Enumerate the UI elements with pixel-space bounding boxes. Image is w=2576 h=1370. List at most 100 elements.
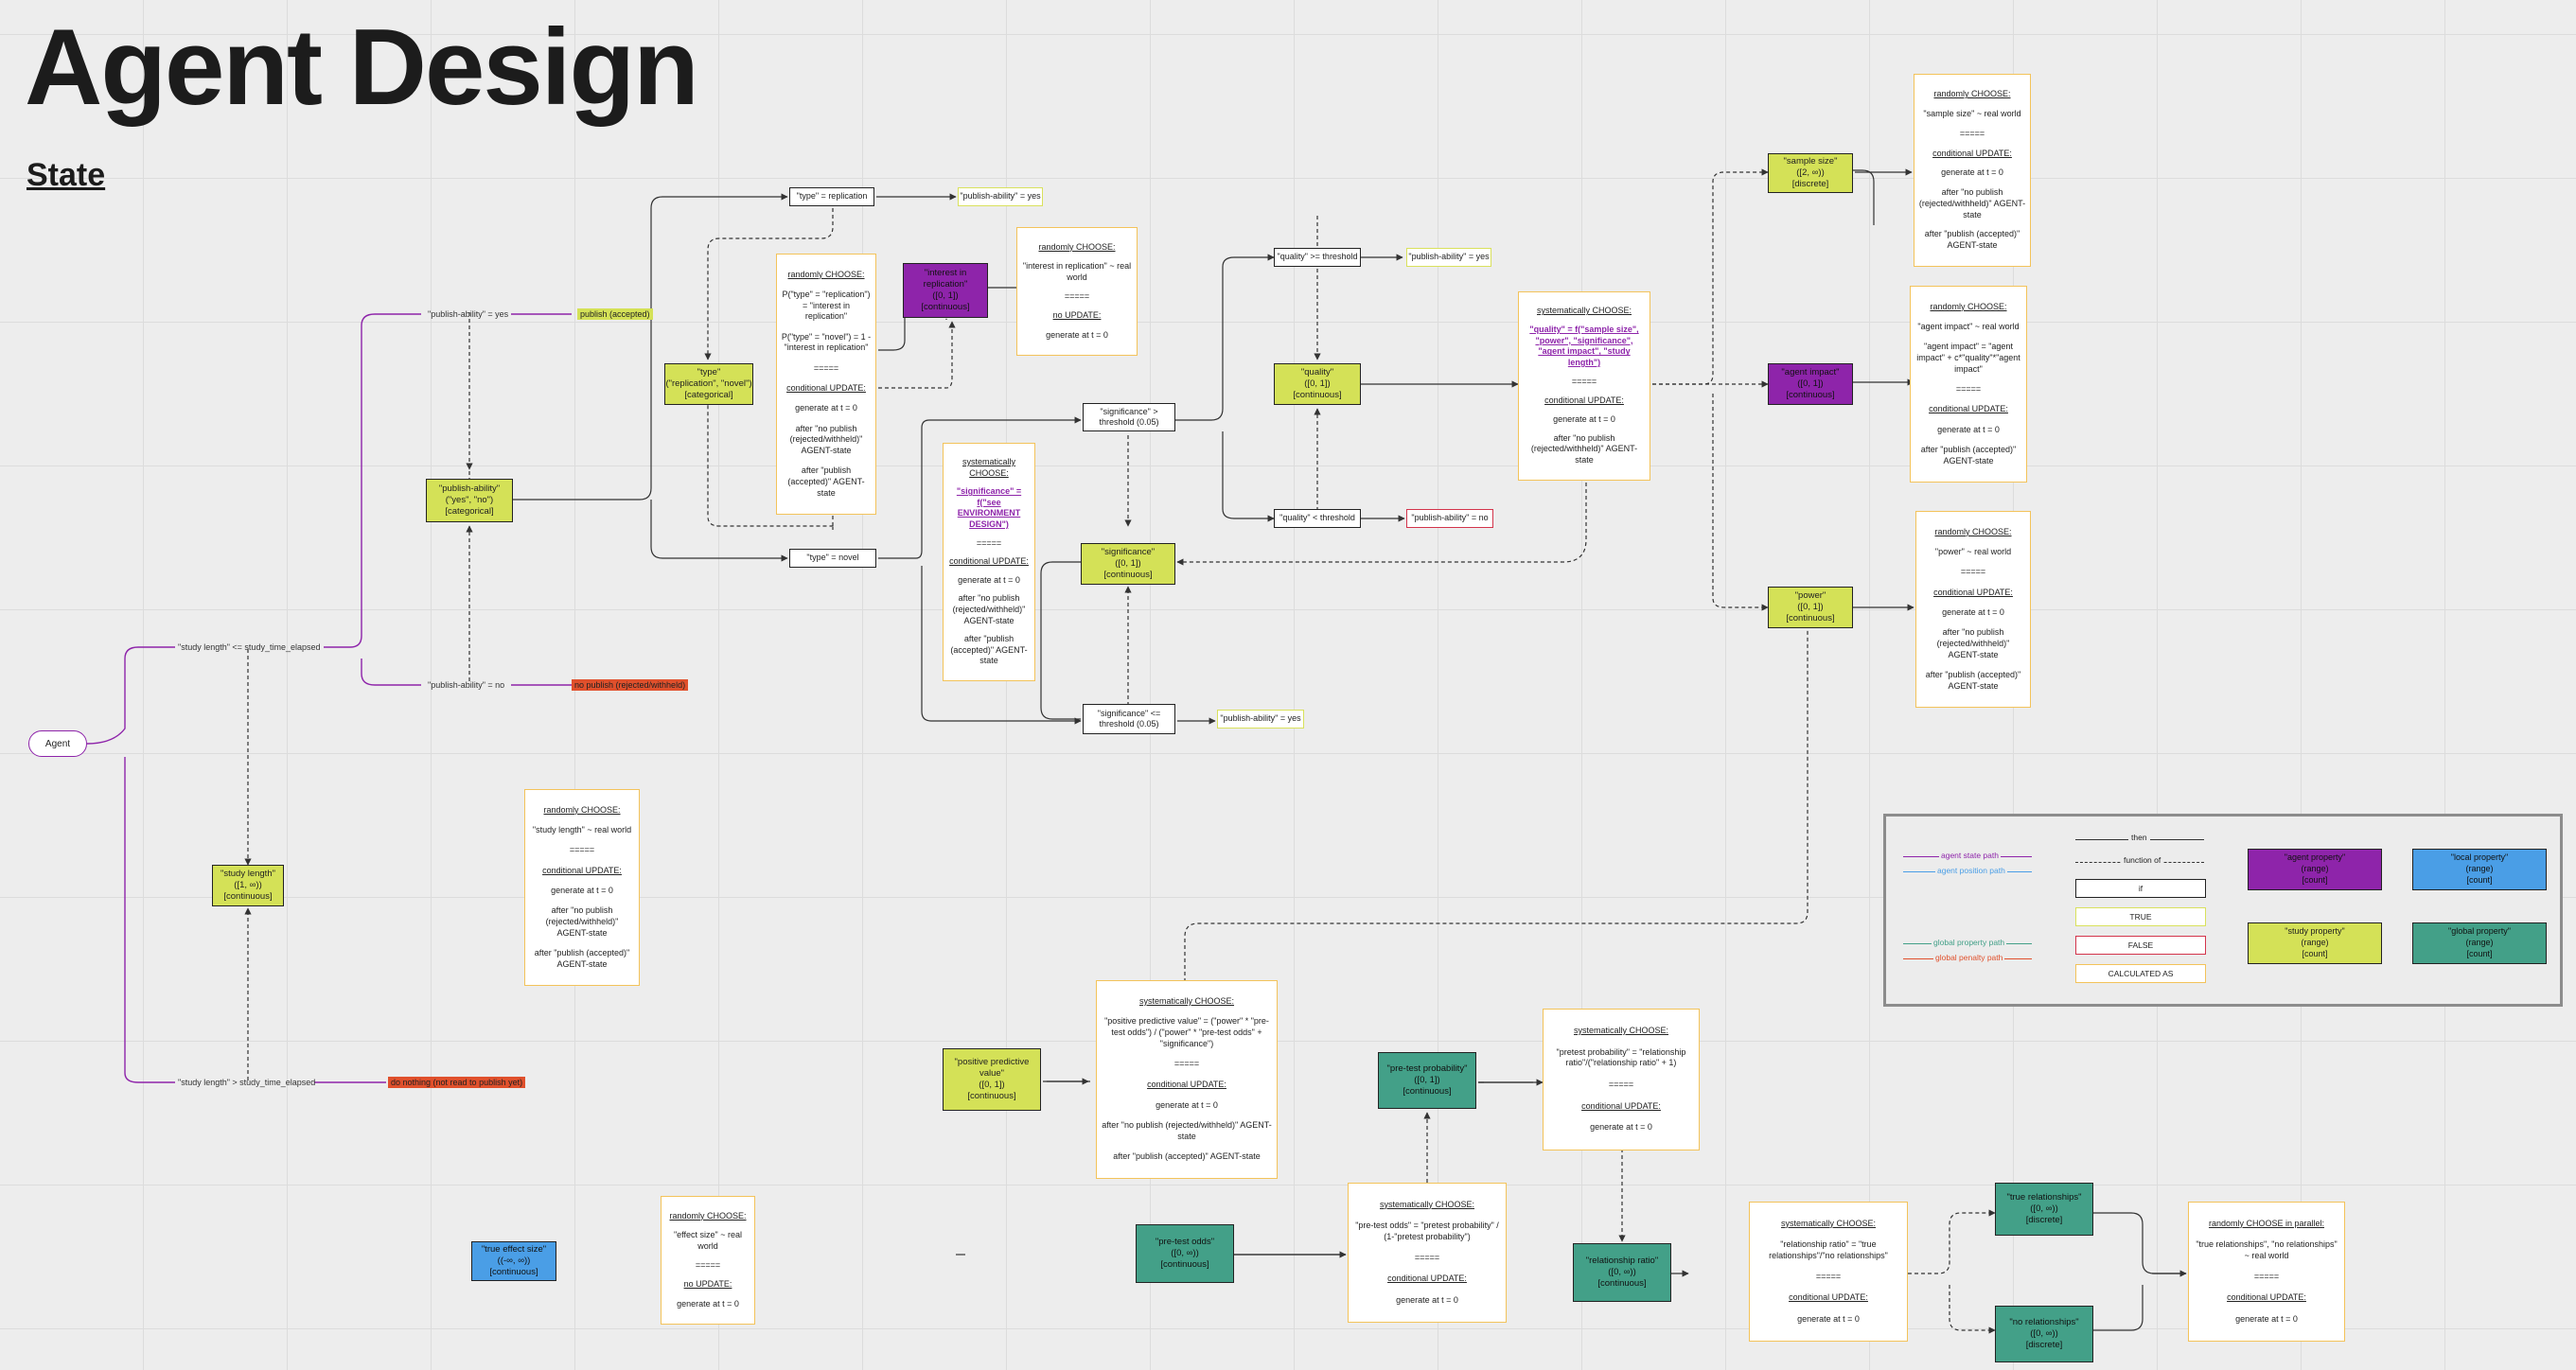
calc-line: conditional UPDATE: xyxy=(1932,148,2012,158)
cond-significance-le[interactable]: "significance" <= threshold (0.05) xyxy=(1083,704,1175,734)
node-positive-predictive-value[interactable]: "positive predictive value" ([0, 1]) [co… xyxy=(943,1048,1041,1111)
calc-agent-impact: randomly CHOOSE:"agent impact" ~ real wo… xyxy=(1910,286,2027,483)
calc-line: "positive predictive value" = ("power" *… xyxy=(1104,1016,1269,1048)
node-type: [discrete] xyxy=(1791,178,1829,189)
cond-quality-ge[interactable]: "quality" >= threshold xyxy=(1274,248,1361,267)
calc-line: after "no publish (rejected/withheld)" A… xyxy=(952,593,1026,625)
branch-publish-no: "publish-ability" = no xyxy=(428,680,505,690)
calc-line: after "publish (accepted)" AGENT-state xyxy=(787,465,865,498)
node-pre-test-odds[interactable]: "pre-test odds" ([0, ∞)) [continuous] xyxy=(1136,1224,1234,1283)
calc-line: conditional UPDATE: xyxy=(786,382,866,393)
calc-line: generate at t = 0 xyxy=(551,885,613,895)
node-true-relationships[interactable]: "true relationships" ([0, ∞)) [discrete] xyxy=(1995,1183,2093,1236)
legend-swatch-range: (range) xyxy=(2301,938,2329,948)
calc-line: conditional UPDATE: xyxy=(1581,1100,1661,1111)
calc-relationship-ratio: systematically CHOOSE:"relationship rati… xyxy=(1749,1202,1908,1342)
calc-line: generate at t = 0 xyxy=(1942,606,2004,617)
node-true-effect-size[interactable]: "true effect size" ((-∞, ∞)) [continuous… xyxy=(471,1241,556,1281)
calc-line: systematically CHOOSE: xyxy=(1138,995,1235,1006)
node-range: ([0, 1]) xyxy=(979,1080,1005,1090)
legend-swatch-range: (range) xyxy=(2301,864,2329,874)
tag-publish-accepted: publish (accepted) xyxy=(577,308,653,320)
calc-line: ===== xyxy=(1608,1079,1634,1089)
node-label: "power" xyxy=(1794,590,1826,602)
node-significance[interactable]: "significance" ([0, 1]) [continuous] xyxy=(1081,543,1175,585)
calc-line: systematically CHOOSE: xyxy=(1536,306,1632,316)
result-quality-no: "publish-ability" = no xyxy=(1406,509,1493,528)
calc-line: no UPDATE: xyxy=(683,1279,732,1290)
node-label: "relationship ratio" xyxy=(1585,1256,1659,1267)
node-range: ([0, 1]) xyxy=(1797,602,1824,613)
agent-start-node[interactable]: Agent xyxy=(28,730,87,757)
calc-line: generate at t = 0 xyxy=(1797,1313,1860,1324)
node-range: ([0, ∞)) xyxy=(1171,1248,1199,1259)
legend-swatch-range: (range) xyxy=(2465,864,2494,874)
branch-study-length-le: "study length" <= study_time_elapsed xyxy=(178,642,321,652)
calc-positive-predictive-value: systematically CHOOSE: "positive predicti… xyxy=(1096,980,1278,1179)
node-label: "quality" xyxy=(1300,367,1334,378)
calc-significance: systematically CHOOSE: "significance" = f… xyxy=(943,443,1035,681)
calc-line: conditional UPDATE: xyxy=(949,556,1029,567)
calc-line: conditional UPDATE: xyxy=(1933,587,2013,597)
legend-swatch-count: [count] xyxy=(2302,948,2328,958)
calc-line: "power" ~ real world xyxy=(1934,546,2012,556)
calc-line: after "no publish (rejected/withheld)" A… xyxy=(1918,187,2026,220)
node-type: [continuous] xyxy=(1786,389,1835,400)
node-label: "study length" xyxy=(221,869,275,880)
calc-line: ===== xyxy=(1955,384,1982,394)
cond-type-novel[interactable]: "type" = novel xyxy=(789,549,876,568)
node-type: [continuous] xyxy=(921,301,970,312)
calc-line: after "no publish (rejected/withheld)" A… xyxy=(1936,627,2010,659)
legend-then: then xyxy=(2128,833,2150,842)
calc-line: after "no publish (rejected/withheld)" A… xyxy=(1102,1120,1272,1141)
calc-study-length: randomly CHOOSE:"study length" ~ real wo… xyxy=(524,789,640,986)
node-sample-size[interactable]: "sample size" ([2, ∞)) [discrete] xyxy=(1768,153,1853,193)
calc-line: P("type" = "replication") = "interest in… xyxy=(782,289,871,322)
calc-line: ===== xyxy=(1173,1059,1200,1069)
calc-line: after "publish (accepted)" AGENT-state xyxy=(534,947,630,969)
legend-local-property: "local property" (range) [count] xyxy=(2412,849,2547,890)
legend-swatch-range: (range) xyxy=(2465,938,2494,948)
node-relationship-ratio[interactable]: "relationship ratio" ([0, ∞)) [continuou… xyxy=(1573,1243,1671,1302)
legend-swatch-count: [count] xyxy=(2466,874,2493,885)
calc-line: "significance" = f("see ENVIRONMENT DESI… xyxy=(956,486,1022,530)
node-type[interactable]: "type" ("replication", "novel") [categor… xyxy=(664,363,753,405)
cond-quality-lt[interactable]: "quality" < threshold xyxy=(1274,509,1361,528)
calc-line: "effect size" ~ real world xyxy=(673,1229,742,1251)
legend-swatch-label: "study property" xyxy=(2285,926,2345,937)
node-interest-in-replication[interactable]: "interest in replication" ([0, 1]) [cont… xyxy=(903,263,988,318)
calc-line: randomly CHOOSE: xyxy=(669,1210,747,1221)
node-range: ([0, ∞)) xyxy=(2030,1328,2058,1340)
legend-function-of: function of xyxy=(2121,855,2164,865)
node-range: ([0, 1]) xyxy=(932,290,959,301)
node-type: [categorical] xyxy=(445,505,494,517)
node-quality[interactable]: "quality" ([0, 1]) [continuous] xyxy=(1274,363,1361,405)
node-range: ([0, 1]) xyxy=(1797,378,1824,390)
calc-line: systematically CHOOSE: xyxy=(962,456,1015,478)
legend-calculated-as: CALCULATED AS xyxy=(2075,964,2206,983)
node-agent-impact[interactable]: "agent impact" ([0, 1]) [continuous] xyxy=(1768,363,1853,405)
calc-line: P("type" = "novel") = 1 - "interest in r… xyxy=(781,331,872,353)
calc-line: generate at t = 0 xyxy=(1590,1122,1652,1133)
node-pre-test-probability[interactable]: "pre-test probability" ([0, 1]) [continu… xyxy=(1378,1052,1476,1109)
cond-type-replication[interactable]: "type" = replication xyxy=(789,187,874,206)
node-study-length[interactable]: "study length" ([1, ∞)) [continuous] xyxy=(212,865,284,906)
calc-line: ===== xyxy=(1064,290,1090,301)
legend-swatch-count: [count] xyxy=(2466,948,2493,958)
calc-line: systematically CHOOSE: xyxy=(1780,1218,1877,1228)
calc-line: conditional UPDATE: xyxy=(1789,1292,1868,1303)
result-quality-yes: "publish-ability" = yes xyxy=(1406,248,1491,267)
node-publish-ability[interactable]: "publish-ability" ("yes", "no") [categor… xyxy=(426,479,513,522)
node-range: ([0, 1]) xyxy=(1304,378,1331,390)
calc-line: "true relationships", "no relationships"… xyxy=(2196,1238,2338,1260)
calc-pre-test-probability: systematically CHOOSE:"pretest probabili… xyxy=(1543,1009,1700,1150)
calc-line: after "publish (accepted)" AGENT-state xyxy=(950,634,1028,666)
calc-line: "agent impact" ~ real world xyxy=(1917,321,2020,331)
node-type: [continuous] xyxy=(1293,389,1342,400)
node-no-relationships[interactable]: "no relationships" ([0, ∞)) [discrete] xyxy=(1995,1306,2093,1362)
calc-sample-size: randomly CHOOSE:"sample size" ~ real wor… xyxy=(1914,74,2031,267)
node-power[interactable]: "power" ([0, 1]) [continuous] xyxy=(1768,587,1853,628)
legend-global-property: "global property" (range) [count] xyxy=(2412,922,2547,964)
cond-significance-gt[interactable]: "significance" > threshold (0.05) xyxy=(1083,403,1175,431)
